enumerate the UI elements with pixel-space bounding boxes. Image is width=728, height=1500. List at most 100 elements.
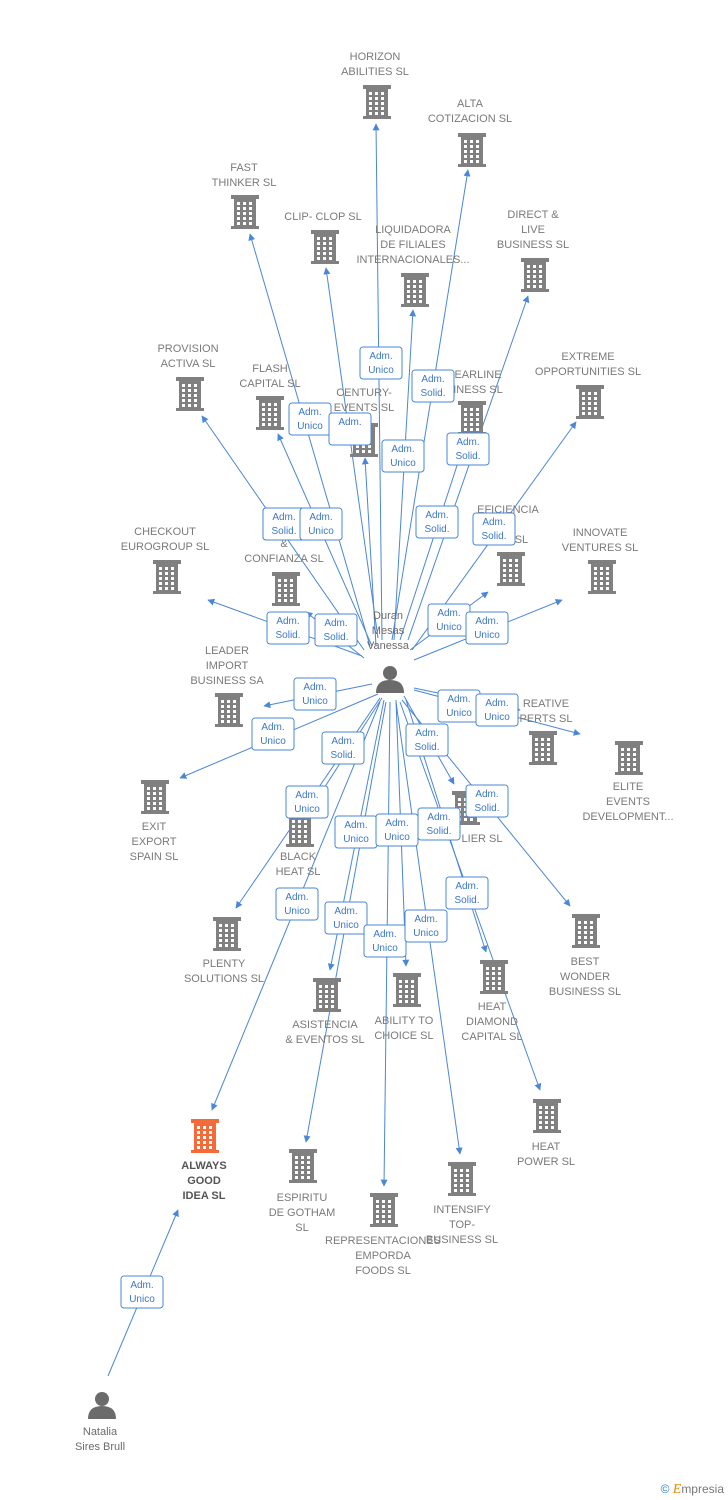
role-badge[interactable]: Adm.Unico bbox=[275, 887, 319, 921]
empresia-watermark[interactable]: © Empresia bbox=[661, 1482, 724, 1498]
role-badge[interactable]: Adm.Solid. bbox=[445, 876, 489, 910]
role-badge[interactable]: Adm.Unico bbox=[293, 677, 337, 711]
building-icon bbox=[615, 741, 643, 775]
role-badge[interactable]: Adm.Solid. bbox=[266, 611, 310, 645]
role-badge-box bbox=[321, 731, 365, 765]
role-badge[interactable]: Adm.Unico bbox=[404, 909, 448, 943]
company-node-asistencia[interactable]: ASISTENCIA & EVENTOS SL bbox=[285, 978, 365, 1046]
role-badge-text: Solid. bbox=[323, 632, 348, 643]
building-icon bbox=[448, 1162, 476, 1196]
company-label: BUSINESS SA bbox=[190, 675, 264, 687]
role-badge[interactable]: Adm.Solid. bbox=[262, 507, 306, 541]
role-badge[interactable]: Adm.Unico bbox=[475, 693, 519, 727]
role-badge[interactable]: Adm.Unico bbox=[288, 402, 332, 436]
role-badge-text: Adm. bbox=[272, 512, 295, 523]
role-badge-text: Adm. bbox=[447, 694, 470, 705]
role-badge-box bbox=[275, 887, 319, 921]
role-badge[interactable]: Adm.Unico bbox=[299, 507, 343, 541]
role-badge[interactable]: Adm.Solid. bbox=[417, 807, 461, 841]
role-badge[interactable]: Adm.Unico bbox=[363, 924, 407, 958]
company-label: EMPORDA bbox=[355, 1250, 411, 1262]
company-label: CLIP- CLOP SL bbox=[284, 211, 361, 223]
copyright-icon: © bbox=[660, 1482, 670, 1496]
role-badge[interactable]: Adm.Solid. bbox=[314, 613, 358, 647]
company-label: LIVE bbox=[521, 224, 545, 236]
building-icon bbox=[289, 1149, 317, 1183]
role-badge[interactable]: Adm.Unico bbox=[427, 603, 471, 637]
role-badge-text: Solid. bbox=[455, 451, 480, 462]
role-badge[interactable]: Adm.Solid. bbox=[405, 723, 449, 757]
role-badge[interactable]: Adm.Unico bbox=[251, 717, 295, 751]
role-badge-text: Adm. bbox=[415, 728, 438, 739]
role-badge-box bbox=[285, 785, 329, 819]
role-badge[interactable]: Adm.Solid. bbox=[465, 784, 509, 818]
building-icon bbox=[497, 552, 525, 586]
role-badge[interactable]: Adm.Unico bbox=[381, 439, 425, 473]
role-badge[interactable]: Adm. bbox=[328, 412, 372, 446]
role-badge-box bbox=[417, 807, 461, 841]
role-badge[interactable]: Adm.Unico bbox=[334, 815, 378, 849]
company-label: & bbox=[280, 538, 288, 550]
company-label: ASISTENCIA bbox=[292, 1019, 358, 1031]
company-label: CONFIANZA SL bbox=[244, 553, 323, 565]
role-badge-text: Unico bbox=[474, 630, 500, 641]
company-node-clip[interactable]: CLIP- CLOP SL bbox=[284, 211, 362, 264]
role-badge[interactable]: Adm.Unico bbox=[324, 901, 368, 935]
role-badge[interactable]: Adm.Solid. bbox=[415, 505, 459, 539]
role-badge-text: Unico bbox=[333, 920, 359, 931]
role-badge[interactable]: Adm.Unico bbox=[465, 611, 509, 645]
role-badge[interactable]: Adm.Solid. bbox=[472, 512, 516, 546]
building-icon bbox=[588, 560, 616, 594]
role-badge[interactable]: Adm.Unico bbox=[359, 346, 403, 380]
building-icon bbox=[311, 230, 339, 264]
role-badge-text: Adm. bbox=[261, 722, 284, 733]
building-icon bbox=[231, 195, 259, 229]
role-badge-box bbox=[328, 412, 372, 446]
company-label: ABILITIES SL bbox=[341, 66, 409, 78]
role-badge-box bbox=[324, 901, 368, 935]
role-badge[interactable]: Adm.Unico bbox=[375, 813, 419, 847]
edge-duran-direct bbox=[407, 295, 530, 641]
role-badge[interactable]: Adm.Solid. bbox=[321, 731, 365, 765]
company-label: PROVISION bbox=[157, 343, 218, 355]
role-badge[interactable]: Adm.Unico bbox=[285, 785, 329, 819]
role-badge[interactable]: Adm.Unico bbox=[120, 1275, 164, 1309]
company-label: PLENTY bbox=[203, 958, 246, 970]
company-label: FAST bbox=[230, 162, 258, 174]
role-badge-text: Adm. bbox=[391, 444, 414, 455]
company-node-elite[interactable]: ELITEEVENTSDEVELOPMENT... bbox=[582, 741, 674, 823]
role-badge[interactable]: Adm.Solid. bbox=[411, 369, 455, 403]
role-badge-text: Solid. bbox=[426, 826, 451, 837]
company-label: & EVENTOS SL bbox=[285, 1034, 364, 1046]
role-badge-box bbox=[266, 611, 310, 645]
role-badge[interactable]: Adm.Solid. bbox=[446, 432, 490, 466]
role-badge[interactable]: Adm.Unico bbox=[437, 689, 481, 723]
building-icon bbox=[480, 960, 508, 994]
